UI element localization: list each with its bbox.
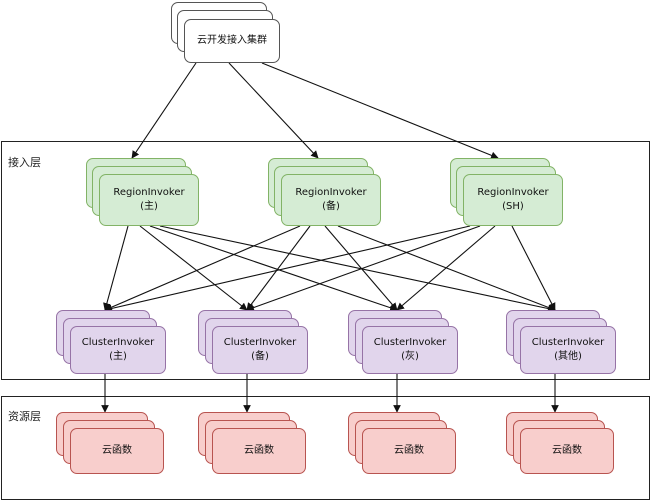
edge-region-backup-cluster-gray — [324, 225, 398, 311]
cluster-name: ClusterInvoker — [81, 337, 155, 348]
cluster-tag: (主) — [109, 351, 127, 362]
region-tag: (SH) — [502, 201, 524, 212]
gateway-node-face: 云开发接入集群 — [184, 19, 280, 63]
edge-gateway-region-primary — [131, 62, 197, 159]
region-tag: (备) — [322, 201, 340, 212]
edge-region-primary-cluster-backup — [139, 225, 248, 311]
cluster-name: ClusterInvoker — [373, 337, 447, 348]
cluster-node-face: ClusterInvoker (备) — [212, 326, 308, 374]
resource-layer-label: 资源层 — [8, 410, 41, 423]
access-layer-label: 接入层 — [8, 156, 41, 169]
function-node-face: 云函数 — [70, 428, 164, 474]
cluster-node-face: ClusterInvoker (其他) — [520, 326, 616, 374]
region-name: RegionInvoker — [295, 187, 367, 198]
edge-gateway-region-sh — [261, 62, 499, 159]
cluster-node-face: ClusterInvoker (主) — [70, 326, 166, 374]
cluster-name: ClusterInvoker — [531, 337, 605, 348]
edge-region-sh-cluster-primary — [104, 225, 471, 313]
edge-region-sh-cluster-backup — [246, 225, 481, 312]
edge-region-primary-cluster-primary — [103, 225, 129, 311]
edge-region-backup-cluster-backup — [246, 225, 311, 311]
region-node-face: RegionInvoker (备) — [281, 174, 381, 226]
region-name: RegionInvoker — [113, 187, 185, 198]
function-label: 云函数 — [102, 445, 132, 456]
function-label: 云函数 — [244, 445, 274, 456]
cluster-tag: (备) — [251, 351, 269, 362]
region-tag: (主) — [140, 201, 158, 212]
edge-region-primary-cluster-other — [159, 225, 556, 313]
cluster-tag: (灰) — [401, 351, 419, 362]
region-node-face: RegionInvoker (SH) — [463, 174, 563, 226]
edge-region-sh-cluster-gray — [396, 225, 496, 311]
edge-region-backup-cluster-primary — [104, 225, 301, 311]
region-name: RegionInvoker — [477, 187, 549, 198]
edge-region-primary-cluster-gray — [149, 225, 398, 312]
function-node-face: 云函数 — [362, 428, 456, 474]
edge-region-sh-cluster-other — [511, 225, 556, 311]
cluster-name: ClusterInvoker — [223, 337, 297, 348]
cluster-tag: (其他) — [554, 351, 582, 362]
function-node-face: 云函数 — [212, 428, 306, 474]
edge-gateway-region-backup — [228, 62, 319, 159]
function-node-face: 云函数 — [520, 428, 614, 474]
function-label: 云函数 — [394, 445, 424, 456]
cluster-node-face: ClusterInvoker (灰) — [362, 326, 458, 374]
region-node-face: RegionInvoker (主) — [99, 174, 199, 226]
gateway-label: 云开发接入集群 — [197, 35, 267, 46]
function-label: 云函数 — [552, 445, 582, 456]
